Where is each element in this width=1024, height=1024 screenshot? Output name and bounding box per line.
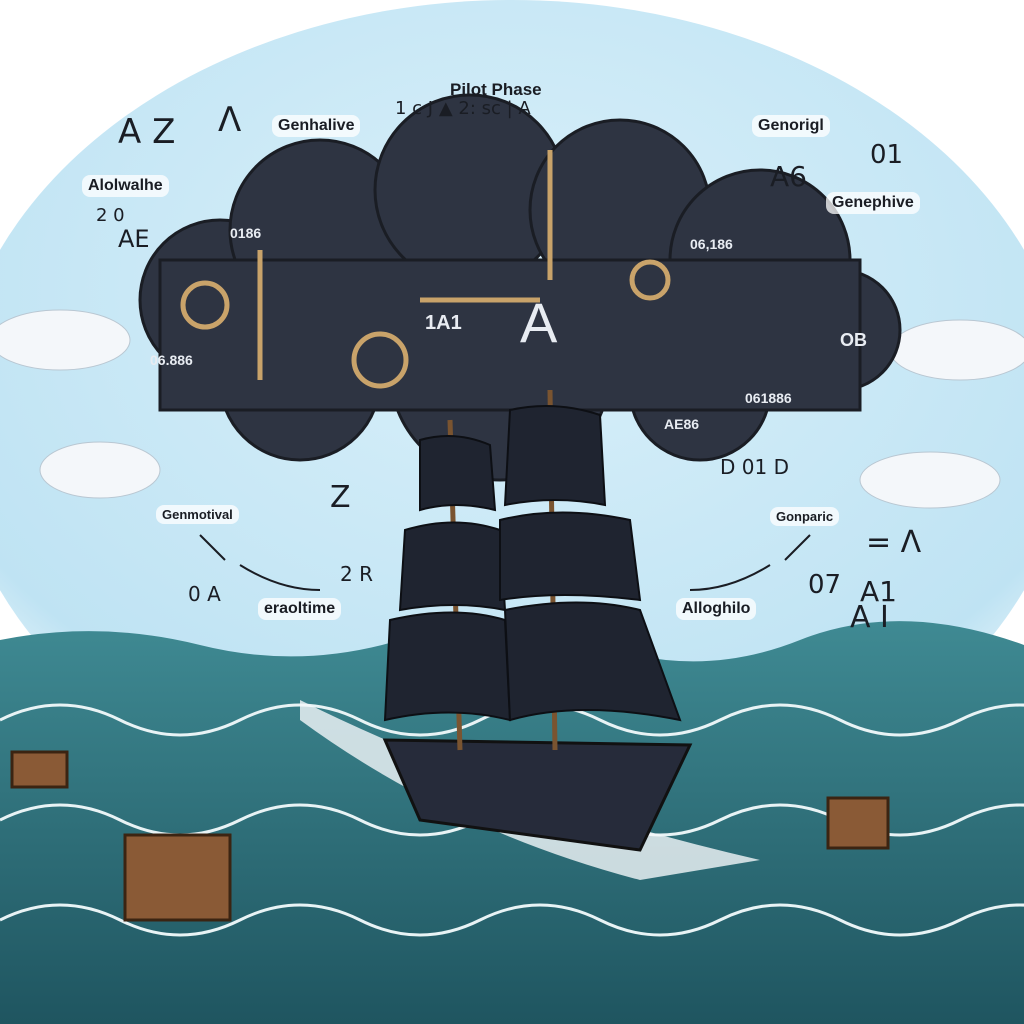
- glyph: Z: [330, 480, 351, 515]
- glyph: A6: [770, 160, 807, 193]
- cloud-number: 0186: [230, 225, 262, 241]
- glyph: D 01 D: [720, 455, 789, 479]
- treasure-chests: [10, 750, 890, 922]
- glyph: = Λ: [866, 525, 922, 560]
- glyph: Λ: [218, 100, 242, 140]
- glyph: 2 R: [340, 562, 373, 586]
- glyph: A I: [850, 600, 889, 635]
- label-alolwalhe: Alolwalhe: [82, 175, 169, 197]
- glyph: A Z: [118, 112, 176, 152]
- label-genorigl: Genorigl: [752, 115, 830, 137]
- white-clouds: [0, 309, 1024, 509]
- cloud-number: 06,186: [690, 236, 733, 252]
- glyph: 2 0: [96, 205, 125, 226]
- cloud-number: OB: [840, 330, 867, 350]
- glyph: A1: [860, 575, 897, 608]
- label-genmotival: Genmotival: [156, 505, 239, 524]
- arrows: [199, 534, 811, 591]
- label-eraoltime: eraoltime: [258, 598, 342, 620]
- cloud-number: AE86: [664, 416, 700, 432]
- gears: [180, 150, 671, 389]
- label-alloghilo: Alloghilo: [676, 598, 757, 620]
- cloud-number: 1A1: [425, 312, 462, 334]
- cloud-number: 061886: [745, 390, 792, 406]
- glyph: 0 A: [188, 582, 221, 606]
- glyph: 01: [870, 140, 904, 170]
- label-gonparic: Gonparic: [770, 507, 840, 526]
- cloud-number: 06.886: [150, 352, 193, 368]
- glyph: 1 c J ▲ 2: sc | A: [395, 98, 531, 119]
- title-pilot-phase: Pilot Phase: [450, 80, 542, 99]
- glyph: 07: [808, 570, 842, 600]
- glyph: AE: [118, 225, 150, 253]
- label-genhalive: Genhalive: [272, 115, 361, 137]
- ship: [382, 389, 693, 852]
- label-genephive: Genephive: [826, 192, 920, 214]
- cloud-letter: A: [520, 291, 558, 354]
